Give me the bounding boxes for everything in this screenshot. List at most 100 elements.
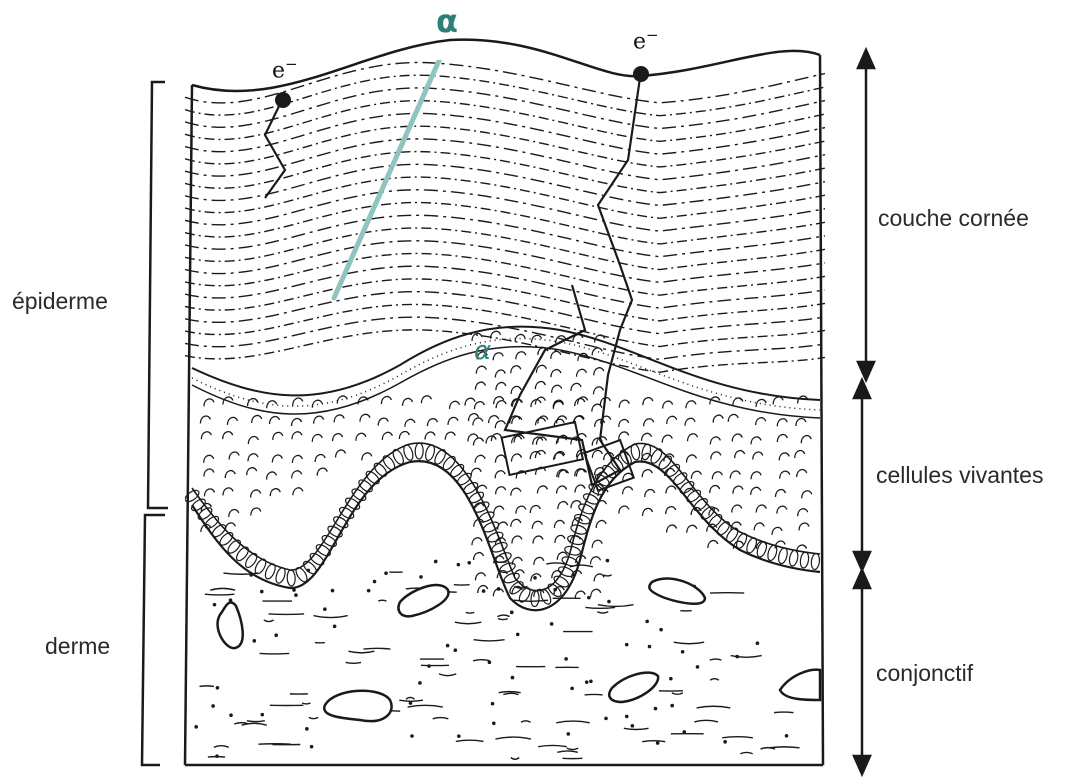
- dermis-dot: [373, 580, 377, 584]
- dermis-fibre: [406, 697, 415, 699]
- living-cell-mark: [644, 419, 654, 426]
- living-cell-mark: [666, 507, 676, 514]
- corneum-layer-line: [185, 266, 825, 308]
- basal-cell: [491, 541, 509, 554]
- dermis-fibre: [247, 721, 265, 722]
- vessel-6: [780, 670, 820, 700]
- living-cell-mark: [496, 382, 506, 389]
- dermis-fibre: [546, 563, 565, 564]
- living-cell-mark: [204, 489, 214, 496]
- dermis-dot: [497, 587, 501, 591]
- living-cell-mark: [405, 419, 415, 426]
- dermis-fibre: [223, 573, 258, 574]
- dermis-dot: [260, 713, 264, 717]
- basal-cell: [294, 566, 309, 584]
- basal-cell: [314, 542, 332, 558]
- living-cell-mark: [495, 421, 505, 428]
- living-cell-mark: [204, 455, 214, 462]
- living-cell-mark: [421, 396, 431, 403]
- dermis-dot: [274, 633, 278, 637]
- dermis-fibre: [466, 612, 475, 613]
- living-cell-mark: [498, 522, 508, 529]
- living-cell-mark: [530, 506, 540, 513]
- living-cell-mark: [557, 486, 567, 493]
- dermis-fibre: [302, 703, 310, 704]
- living-cell-mark: [273, 432, 283, 439]
- living-cell-mark: [795, 450, 805, 457]
- living-cell-mark: [780, 471, 790, 478]
- living-cell-mark: [229, 452, 239, 459]
- dermis-fibre: [697, 706, 731, 708]
- basal-cell: [799, 552, 809, 569]
- living-cell-mark: [687, 525, 697, 532]
- dermis-dot: [410, 734, 414, 738]
- basal-cell: [372, 461, 389, 478]
- basal-cell: [196, 506, 214, 522]
- living-cell-mark: [248, 399, 258, 406]
- dermis-dot: [587, 596, 591, 600]
- diagram-left-edge: [185, 85, 192, 765]
- living-cell-mark: [425, 432, 435, 439]
- dermis-dot: [654, 707, 658, 711]
- living-cell-mark: [511, 366, 521, 373]
- living-cell-mark: [552, 385, 562, 392]
- living-cell-mark: [516, 352, 526, 359]
- basal-cell: [357, 478, 374, 494]
- dermis-fibre: [499, 692, 521, 693]
- vessel-2: [399, 585, 449, 616]
- living-cell-mark: [248, 436, 258, 443]
- living-cell-mark: [378, 418, 388, 425]
- alpha-label-inner: α: [474, 336, 491, 366]
- living-cell-mark: [270, 489, 280, 496]
- living-cells: [200, 331, 811, 598]
- living-cell-mark: [558, 502, 568, 509]
- dermis-fibre: [557, 751, 578, 752]
- dermis-fibre: [674, 642, 704, 644]
- dermis-dot: [625, 715, 629, 719]
- living-cell-mark: [251, 490, 261, 497]
- dermis-fibre: [511, 758, 519, 760]
- basal-cell: [243, 552, 259, 570]
- dermis-dot: [252, 639, 256, 643]
- dermis-fibre: [264, 620, 274, 621]
- dermis-dot: [454, 648, 458, 652]
- corneum-layer-line: [185, 317, 825, 359]
- dermis-fibre: [214, 746, 229, 748]
- living-cell-mark: [641, 433, 651, 440]
- living-cell-mark: [732, 505, 742, 512]
- living-cell-mark: [512, 536, 522, 543]
- living-cell-mark: [551, 370, 561, 377]
- dermis-fibre: [769, 747, 800, 748]
- dermis-dot: [419, 575, 423, 579]
- electron-label-right: e−: [633, 26, 659, 54]
- living-cell-mark: [801, 436, 811, 443]
- dermis-dot: [194, 725, 198, 729]
- living-cell-mark: [225, 523, 235, 530]
- dermis-fibre: [597, 612, 608, 613]
- living-cell-mark: [619, 400, 629, 407]
- dermis-fibre: [672, 693, 683, 694]
- living-cell-mark: [362, 453, 372, 460]
- basal-cell: [630, 443, 641, 460]
- dermis-dot: [735, 655, 739, 659]
- dermis-dot: [409, 701, 413, 705]
- dermis-fibre: [598, 605, 634, 607]
- dermis-dot: [607, 600, 611, 604]
- living-cell-mark: [685, 418, 695, 425]
- dermis-dot: [645, 620, 649, 624]
- dermis-dot: [457, 563, 461, 567]
- living-cell-mark: [643, 398, 653, 405]
- dermis-dot: [510, 611, 514, 615]
- dermis-dot: [418, 681, 422, 685]
- living-cell-mark: [468, 414, 478, 421]
- basal-cell: [539, 588, 553, 606]
- basal-cell: [671, 471, 688, 487]
- stratum-corneum-layers: [185, 62, 825, 372]
- dermis-dot: [585, 680, 589, 684]
- dermis-dot: [516, 633, 520, 637]
- living-cell-mark: [270, 416, 280, 423]
- dermis-dot: [570, 687, 574, 691]
- living-cell-mark: [251, 508, 261, 515]
- dermis-fibre: [348, 651, 374, 653]
- granular-band-2: [192, 347, 820, 418]
